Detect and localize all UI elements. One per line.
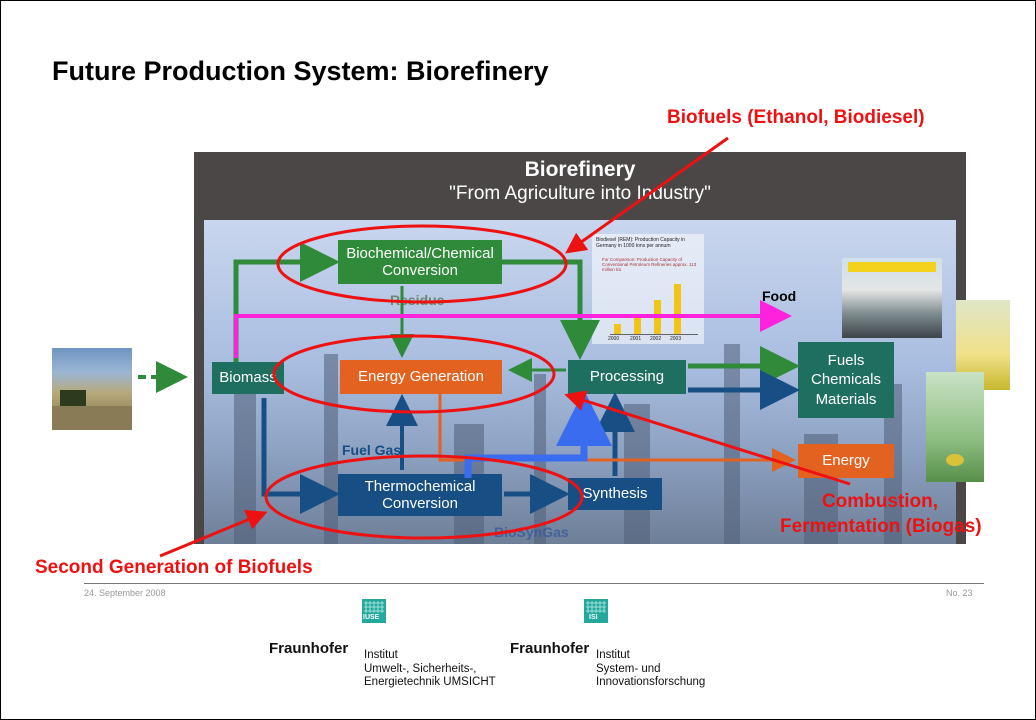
institute-umsicht: Institut Umwelt-, Sicherheits-, Energiet…: [364, 649, 496, 690]
fraunhofer-name-1: Fraunhofer: [269, 640, 349, 657]
footer-date: 24. September 2008: [84, 588, 166, 598]
residue-label: Residue: [390, 292, 445, 308]
canopy-shape: [848, 262, 936, 272]
product-chemicals: Chemicals: [810, 371, 882, 389]
institute-isi: Institut System- und Innovationsforschun…: [596, 649, 705, 690]
institute-line: Innovationsforschung: [596, 676, 706, 689]
inset-bar: [674, 284, 681, 334]
inset-chart-axis: [610, 334, 698, 335]
inset-chart: Biodiesel (REM): Production Capacity in …: [592, 234, 704, 344]
energy-generation-box: Energy Generation: [340, 360, 502, 394]
ellipse-energy-generation: [272, 334, 556, 414]
products-box: Fuels Chemicals Materials: [798, 342, 894, 418]
inset-bar: [634, 316, 641, 334]
arrow-energy-output: [438, 394, 796, 472]
ellipse-biochemical: [276, 224, 568, 304]
gas-station-photo: [842, 258, 942, 338]
annotation-combustion-line1: Combustion,: [821, 491, 939, 512]
annotation-combustion-line2: Fermentation (Biogas): [780, 515, 982, 537]
food-arrow: [234, 300, 792, 358]
pointer-second-generation: [159, 510, 268, 558]
iuse-badge-text: IUSE: [363, 614, 380, 621]
inset-chart-note: For Comparison: Production Capacity of C…: [602, 257, 697, 272]
field-shape: [52, 406, 132, 430]
inset-tick: 2001: [630, 336, 642, 342]
agriculture-photo: [52, 348, 132, 430]
synthesis-box: Synthesis: [568, 478, 662, 510]
ellipse-thermochemical: [264, 454, 584, 540]
inset-tick: 2000: [608, 336, 620, 342]
diagram-title: Biorefinery: [524, 158, 636, 181]
footer-divider: [84, 583, 984, 584]
annotation-biofuels: Biofuels (Ethanol, Biodiesel): [667, 107, 925, 128]
iuse-badge-icon: [362, 599, 386, 623]
institute-line: Umwelt-, Sicherheits-,: [364, 662, 477, 675]
isi-badge-icon: [584, 599, 608, 623]
pointer-combustion: [564, 390, 851, 486]
institute-line: Institut: [364, 649, 398, 661]
annotation-second-generation: Second Generation of Biofuels: [35, 557, 313, 578]
inset-tick: 2003: [670, 336, 682, 342]
pointer-biofuels: [565, 136, 729, 254]
inset-tick: 2002: [650, 336, 662, 342]
food-label: Food: [762, 288, 797, 304]
inset-chart-title: Biodiesel (REM): Production Capacity in …: [596, 237, 685, 249]
footer-page-number: No. 23: [946, 588, 973, 598]
fuel-gas-label: Fuel Gas: [342, 442, 402, 458]
product-materials: Materials: [815, 390, 877, 408]
institute-line: System- und: [596, 662, 661, 675]
materials-photo: [926, 372, 984, 482]
slide-title: Future Production System: Biorefinery: [52, 56, 549, 86]
processing-box: Processing: [568, 360, 686, 394]
product-fuels: Fuels: [827, 351, 865, 369]
isi-badge-text: ISI: [589, 614, 598, 621]
arrow-biochemical-to-processing: [502, 259, 600, 360]
isi-logo: ISI: [584, 599, 608, 628]
biomass-box: Biomass: [212, 362, 284, 394]
fraunhofer-name-2: Fraunhofer: [510, 640, 590, 657]
pellet-shape: [946, 454, 964, 466]
institute-line: Energietechnik UMSICHT: [364, 676, 496, 689]
diagram-subtitle: "From Agriculture into Industry": [449, 183, 711, 204]
biosyngas-label: BioSynGas: [494, 524, 569, 540]
inset-bar: [614, 324, 621, 334]
biochemical-conversion-box: Biochemical/Chemical Conversion: [338, 240, 502, 284]
blue-connector-arrow: [464, 390, 612, 478]
thermochemical-conversion-box: Thermochemical Conversion: [338, 474, 502, 516]
annotation-combustion: Combustion, Fermentation (Biogas): [780, 490, 982, 539]
tractor-shape: [60, 390, 86, 406]
institute-line: Institut: [596, 649, 630, 661]
arrow-biomass-to-thermochemical: [261, 398, 340, 514]
iuse-logo: IUSE: [362, 599, 386, 628]
